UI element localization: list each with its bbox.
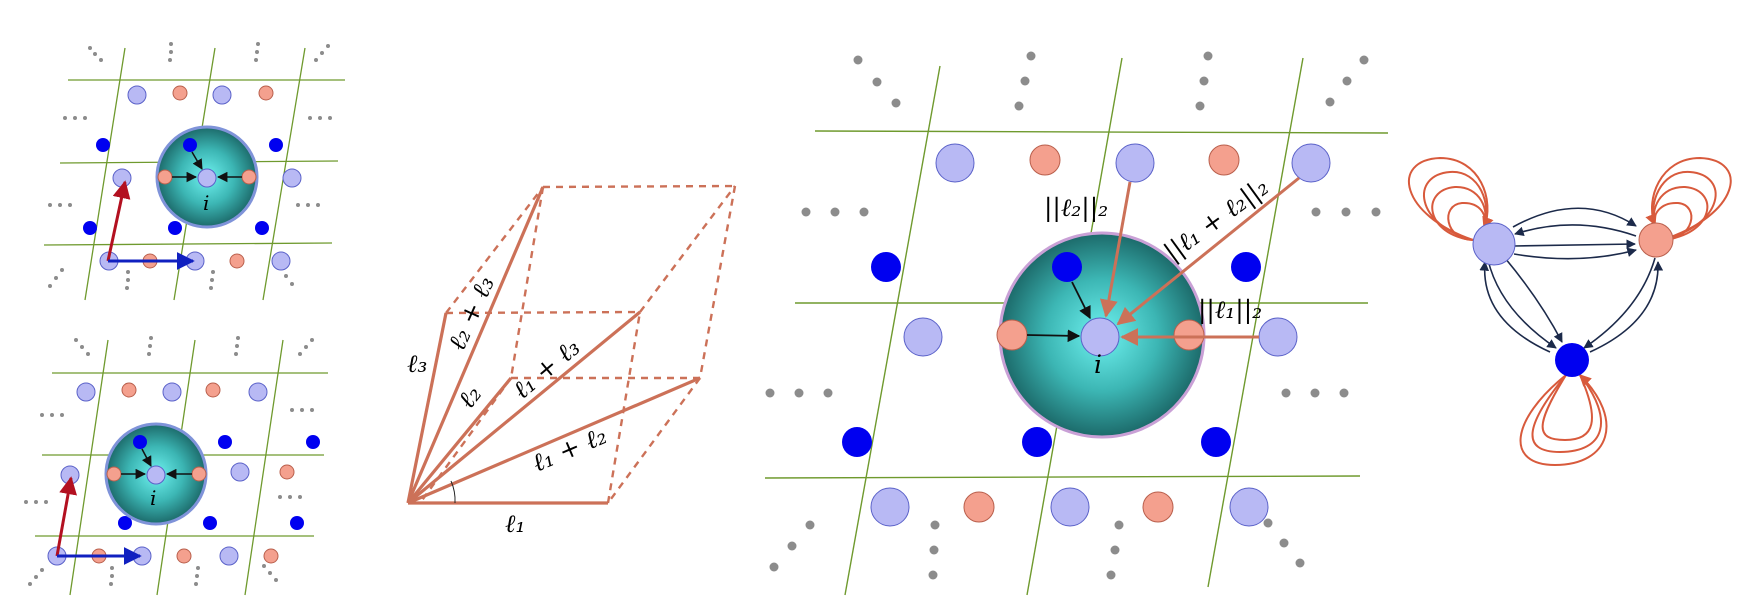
center-atom-label: i — [1094, 350, 1102, 379]
dark-atom — [1201, 427, 1231, 457]
center-atom-label: i — [150, 486, 156, 510]
salmon-atom — [279, 464, 295, 480]
light-atom — [219, 546, 239, 566]
vector-l1-plus-l3 — [406, 310, 642, 505]
graph-node-light — [1472, 222, 1516, 266]
self-loops — [1408, 156, 1732, 467]
salmon-atom — [172, 85, 188, 101]
light-atom — [1229, 487, 1269, 527]
dark-atom — [218, 435, 232, 449]
dark-atom — [203, 516, 217, 530]
center-atom-label: i — [203, 191, 209, 215]
small-lattice-bottom: i — [24, 336, 328, 596]
label-l3: ℓ₃ — [407, 349, 427, 378]
light-atom — [127, 85, 147, 105]
salmon-atom — [963, 491, 995, 523]
salmon-atom — [106, 466, 122, 482]
edge-arrow — [141, 448, 152, 467]
dark-atom — [133, 435, 147, 449]
vector-l1-plus-l2 — [407, 376, 701, 505]
dark-atom — [1052, 252, 1082, 282]
salmon-atom — [1029, 144, 1061, 176]
salmon-atom — [996, 319, 1028, 351]
edge-arrow — [1026, 329, 1081, 343]
graph-node-dark — [1555, 343, 1589, 377]
lattice-vector-red — [106, 180, 131, 262]
light-atom — [1291, 143, 1331, 183]
salmon-atom — [258, 85, 274, 101]
light-atom — [162, 382, 182, 402]
light-atom — [935, 143, 975, 183]
salmon-atom — [1173, 319, 1205, 351]
salmon-atom — [229, 253, 245, 269]
edge-arrow — [191, 151, 203, 170]
salmon-atom — [157, 169, 173, 185]
vector-parallelepiped — [406, 184, 737, 505]
light-atom — [282, 168, 302, 188]
ellipsis-dots — [48, 42, 332, 290]
light-atom — [903, 317, 943, 357]
light-atom — [870, 487, 910, 527]
dark-atom — [290, 516, 304, 530]
center-atom — [146, 465, 166, 485]
light-atom — [1115, 143, 1155, 183]
ellipsis-dots — [24, 336, 314, 586]
label-l1-plus-l2: ℓ₁ + ℓ₂ — [528, 420, 611, 477]
salmon-atom — [241, 169, 257, 185]
dark-atom — [168, 221, 182, 235]
graph-node-salmon — [1638, 222, 1674, 258]
dark-atom — [1022, 427, 1052, 457]
center-atom — [1080, 317, 1120, 357]
dark-atom — [255, 221, 269, 235]
light-atom — [271, 251, 291, 271]
small-lattice-top: i — [43, 42, 345, 301]
atom-multigraph — [1408, 156, 1732, 467]
large-lattice: i ||ℓ₂||₂ ||ℓ₁ + ℓ₂||₂ ||ℓ₁||₂ — [764, 51, 1389, 596]
dark-atom — [306, 435, 320, 449]
inter-node-edges — [1479, 207, 1664, 353]
angle-arc — [450, 480, 456, 504]
salmon-atom — [191, 466, 207, 482]
light-atom — [1258, 317, 1298, 357]
norm-l1-plus-l2-label: ||ℓ₁ + ℓ₂||₂ — [1158, 172, 1274, 268]
dark-atom — [1231, 252, 1261, 282]
salmon-atom — [205, 382, 221, 398]
edge-arrow — [1071, 281, 1091, 320]
salmon-atom — [1208, 144, 1240, 176]
light-atom — [112, 168, 132, 188]
salmon-atom — [263, 548, 279, 564]
dark-atom — [269, 138, 283, 152]
norm-l2-label: ||ℓ₂||₂ — [1044, 193, 1108, 223]
norm-l1-label: ||ℓ₁||₂ — [1198, 295, 1262, 325]
light-atom — [230, 462, 250, 482]
salmon-atom — [121, 382, 137, 398]
salmon-atom — [176, 548, 192, 564]
box-edges-dashed — [419, 184, 737, 504]
lattice-vector-red — [55, 476, 77, 557]
light-atom — [212, 85, 232, 105]
vector-l3 — [406, 312, 448, 504]
dark-atom — [96, 138, 110, 152]
light-atom — [248, 382, 268, 402]
dark-atom — [183, 138, 197, 152]
dark-atom — [842, 427, 872, 457]
label-l1: ℓ₁ — [505, 509, 525, 538]
dark-atom — [871, 252, 901, 282]
salmon-atom — [1142, 491, 1174, 523]
ellipsis-dots — [765, 51, 1381, 580]
light-atom — [76, 382, 96, 402]
dark-atom — [83, 221, 97, 235]
distance-arrow-l1-plus-l2 — [1116, 176, 1300, 326]
vector-l2 — [406, 376, 513, 505]
light-atom — [1050, 487, 1090, 527]
center-atom — [197, 168, 217, 188]
distance-arrow-l2 — [1099, 181, 1132, 318]
dark-atom — [118, 516, 132, 530]
vector-l2-plus-l3 — [406, 186, 545, 504]
